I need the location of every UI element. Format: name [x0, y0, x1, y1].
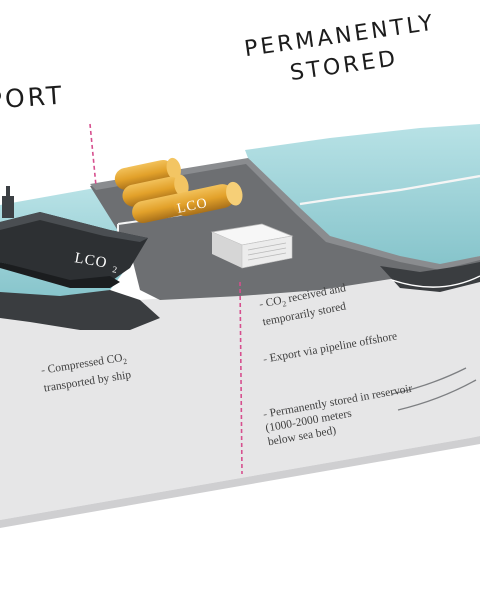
ship-note-subscript: 2: [122, 356, 128, 367]
seabed-right-line: [391, 275, 480, 288]
seabed-left: [0, 290, 160, 330]
pipeline: [299, 174, 480, 206]
cross-section-lower-shadow: [0, 436, 480, 528]
co2-storage-tanks: [114, 157, 243, 224]
ship-hull-label: LCO: [73, 250, 108, 271]
tank-label: LCO: [176, 196, 209, 217]
section-divider-upper: [89, 123, 97, 187]
compressor-building: [210, 223, 294, 269]
reservoir-line-2: [397, 379, 477, 411]
ship-hull-subscript: 2: [112, 264, 118, 275]
co2-ship: [0, 186, 148, 288]
section-heading-transport-partial: PORT: [0, 80, 66, 115]
reservoir-line-1: [391, 367, 467, 395]
